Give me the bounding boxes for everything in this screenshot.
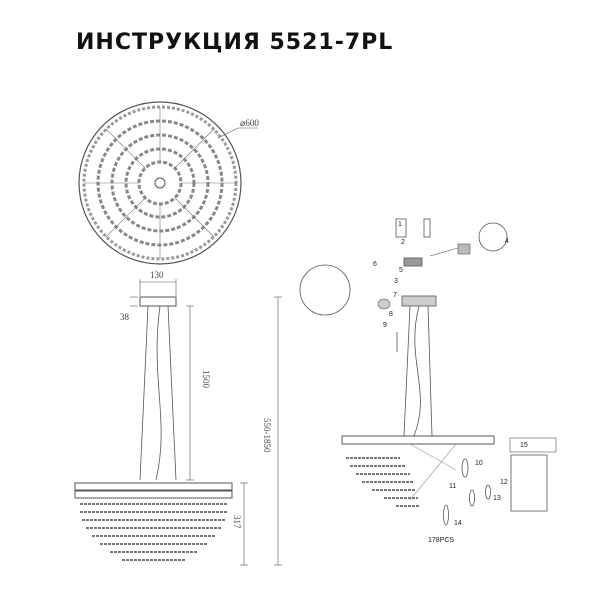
- diameter-label: ⌀600: [240, 118, 259, 128]
- part-label-4: 4: [505, 238, 509, 245]
- detail-box: [510, 454, 548, 512]
- assembly-view: 1 2 3 4 5 6 7 8 9 10 11 12 13 14 15 178P…: [299, 218, 557, 544]
- part-label-1: 1: [398, 221, 402, 228]
- crystal-drop-c: [469, 489, 475, 507]
- suspension-cables: [139, 305, 177, 481]
- detail-circle-right: [478, 222, 508, 252]
- canopy-height-label: 38: [120, 312, 130, 322]
- part-label-11: 11: [449, 483, 456, 490]
- part-label-5: 5: [399, 267, 403, 274]
- crystal-count-label: 178PCS: [428, 537, 454, 544]
- mount-bracket: [403, 257, 423, 267]
- detail-circle-left: [299, 264, 351, 316]
- crystal-drop-a: [461, 458, 469, 478]
- screw-part: [395, 218, 407, 238]
- hook-part: [423, 218, 431, 238]
- outer-ring: [78, 101, 242, 265]
- part-label-10: 10: [475, 460, 483, 467]
- part-label-8: 8: [389, 311, 393, 318]
- assembly-cables: [403, 305, 433, 437]
- part-label-13: 13: [493, 495, 501, 502]
- knob-part: [377, 298, 391, 310]
- part-label-14: 14: [454, 520, 462, 527]
- assembly-frame: [341, 435, 495, 445]
- crystal-tiers: [80, 503, 228, 561]
- top-frame: [74, 482, 233, 491]
- part-label-7: 7: [393, 292, 397, 299]
- crystal-ring-5: [137, 160, 183, 206]
- body-height-label: 317: [232, 515, 242, 529]
- crystal-drop-b: [443, 504, 449, 526]
- cable-length-label: 1500: [201, 370, 211, 389]
- assembly-canopy: [401, 295, 437, 307]
- part-label-2: 2: [401, 239, 405, 246]
- page-title: ИНСТРУКЦИЯ 5521-7PL: [76, 30, 394, 55]
- canopy-width-label: 130: [150, 270, 164, 280]
- assembly-crystals: [346, 457, 420, 507]
- lower-frame: [74, 490, 233, 499]
- total-height-label: 550-1850: [262, 418, 272, 453]
- part-label-12: 12: [500, 479, 508, 486]
- detail-box-small: [509, 437, 557, 453]
- center-mount: [154, 177, 166, 189]
- part-label-3: 3: [394, 278, 398, 285]
- connector-part: [457, 243, 471, 255]
- part-label-9: 9: [383, 322, 387, 329]
- side-view: 130 38 1500 550-1850: [74, 270, 282, 566]
- top-view: ⌀600: [78, 101, 259, 265]
- crystal-drop-d: [485, 484, 491, 500]
- part-label-15: 15: [520, 442, 528, 449]
- canopy: [139, 296, 177, 307]
- part-label-6: 6: [373, 261, 377, 268]
